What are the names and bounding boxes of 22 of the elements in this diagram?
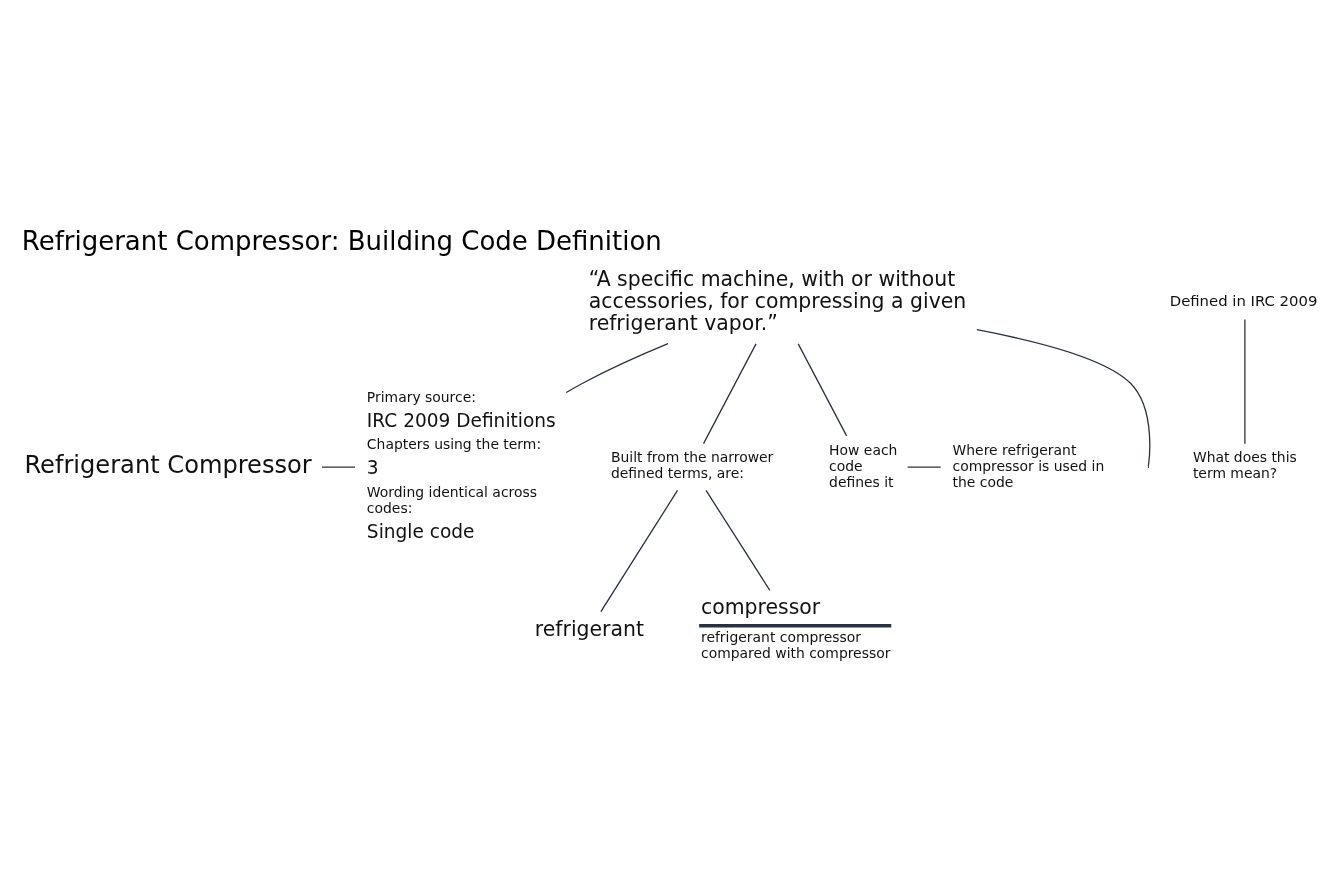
connector (705, 489, 771, 592)
connector (797, 343, 848, 437)
node-text: Defined in IRC 2009 (1169, 292, 1318, 311)
node-text: Primary source: IRC 2009 Definitions Chapters using the term: 3 Wording identical across codes: Single code (366, 389, 556, 542)
connector (907, 466, 942, 468)
node-text: “A specific machine, with or without accessories, for compressing a given refrigerant vapor.” (588, 266, 967, 336)
connector (1244, 318, 1246, 445)
diagram-title: Refrigerant Compressor: Building Code Definition (21, 226, 662, 257)
node-text: Where refrigerant compressor is used in the code (952, 441, 1105, 490)
connector (702, 343, 757, 445)
node-box (699, 623, 892, 628)
connector (321, 466, 356, 468)
node-text: refrigerant (534, 616, 644, 641)
node-label: compressor (701, 595, 821, 620)
node-text: What does this term mean? (1192, 449, 1297, 482)
connector (600, 489, 679, 613)
node-text: Built from the narrower defined terms, are: (610, 449, 774, 482)
connector (565, 343, 669, 394)
connector (976, 329, 1151, 467)
node-text: How each code defines it (829, 441, 898, 490)
node-text: Refrigerant Compressor (24, 451, 312, 480)
node-label: refrigerant compressor compared with compressor (701, 629, 891, 662)
